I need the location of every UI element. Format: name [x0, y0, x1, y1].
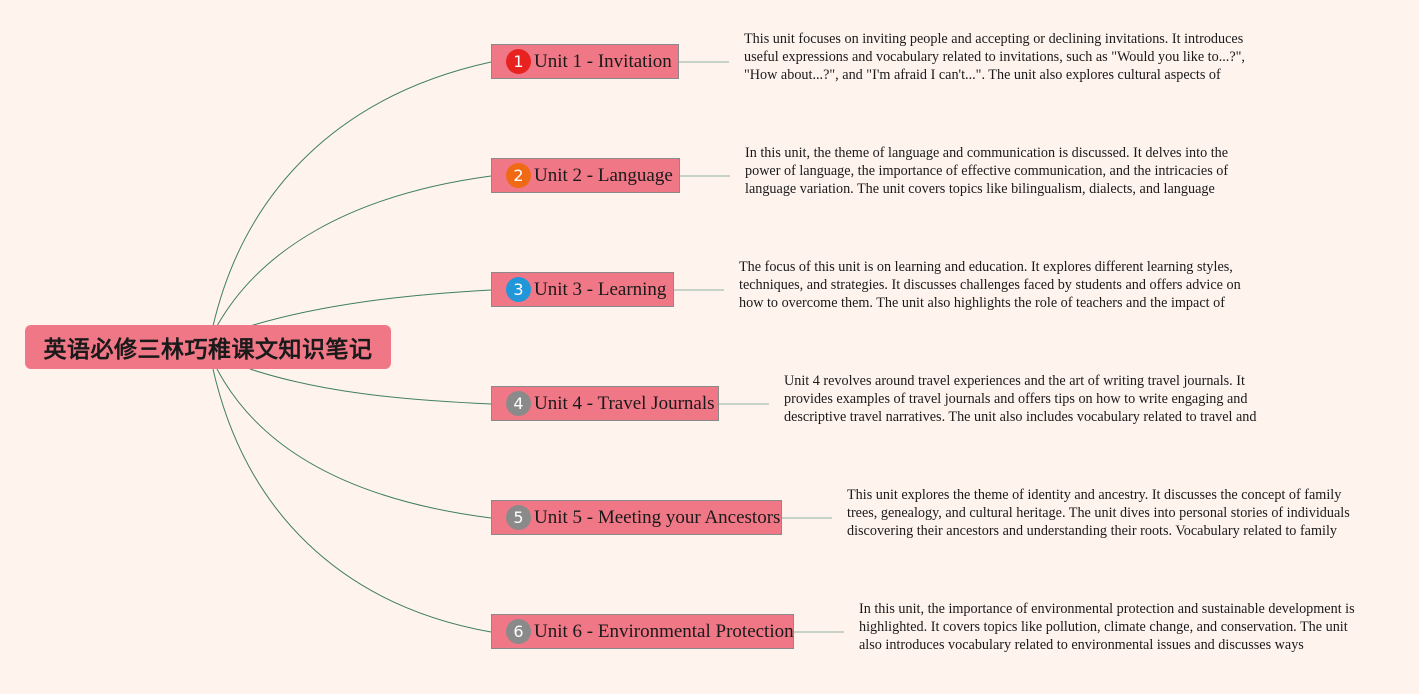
unit-3-note: The focus of this unit is on learning an…: [739, 259, 1241, 314]
connector-root-unit-5: [216, 368, 492, 519]
unit-1-title: Unit 1 - Invitation: [534, 50, 672, 72]
connector-root-unit-1: [212, 61, 492, 327]
topic-unit-2[interactable]: 2 Unit 2 - Language: [491, 158, 680, 193]
unit-2-note: In this unit, the theme of language and …: [745, 145, 1229, 200]
unit-2-title: Unit 2 - Language: [534, 164, 673, 186]
unit-2-number-badge: 2: [506, 163, 531, 188]
topic-unit-5[interactable]: 5 Unit 5 - Meeting your Ancestors: [491, 500, 782, 535]
unit-1-note: This unit focuses on inviting people and…: [744, 31, 1245, 86]
unit-3-title: Unit 3 - Learning: [534, 278, 667, 300]
root-topic[interactable]: 英语必修三林巧稚课文知识笔记: [25, 325, 391, 369]
topic-unit-6[interactable]: 6 Unit 6 - Environmental Protection: [491, 614, 794, 649]
unit-5-number-badge: 5: [506, 505, 531, 530]
connector-root-unit-3: [249, 289, 492, 327]
topic-unit-4[interactable]: 4 Unit 4 - Travel Journals: [491, 386, 719, 421]
connector-root-unit-4: [249, 368, 492, 405]
unit-4-note: Unit 4 revolves around travel experience…: [784, 373, 1257, 428]
unit-6-number-badge: 6: [506, 619, 531, 644]
unit-3-number-badge: 3: [506, 277, 531, 302]
unit-4-title: Unit 4 - Travel Journals: [534, 392, 715, 414]
unit-4-number-badge: 4: [506, 391, 531, 416]
unit-6-note: In this unit, the importance of environm…: [859, 601, 1355, 656]
root-topic-label: 英语必修三林巧稚课文知识笔记: [43, 337, 373, 363]
unit-5-title: Unit 5 - Meeting your Ancestors: [534, 506, 781, 528]
topic-unit-3[interactable]: 3 Unit 3 - Learning: [491, 272, 674, 307]
connector-root-unit-2: [216, 175, 492, 327]
unit-6-title: Unit 6 - Environmental Protection: [534, 620, 794, 642]
unit-1-number-badge: 1: [506, 49, 531, 74]
connector-root-unit-6: [212, 368, 492, 633]
topic-unit-1[interactable]: 1 Unit 1 - Invitation: [491, 44, 679, 79]
unit-5-note: This unit explores the theme of identity…: [847, 487, 1350, 542]
